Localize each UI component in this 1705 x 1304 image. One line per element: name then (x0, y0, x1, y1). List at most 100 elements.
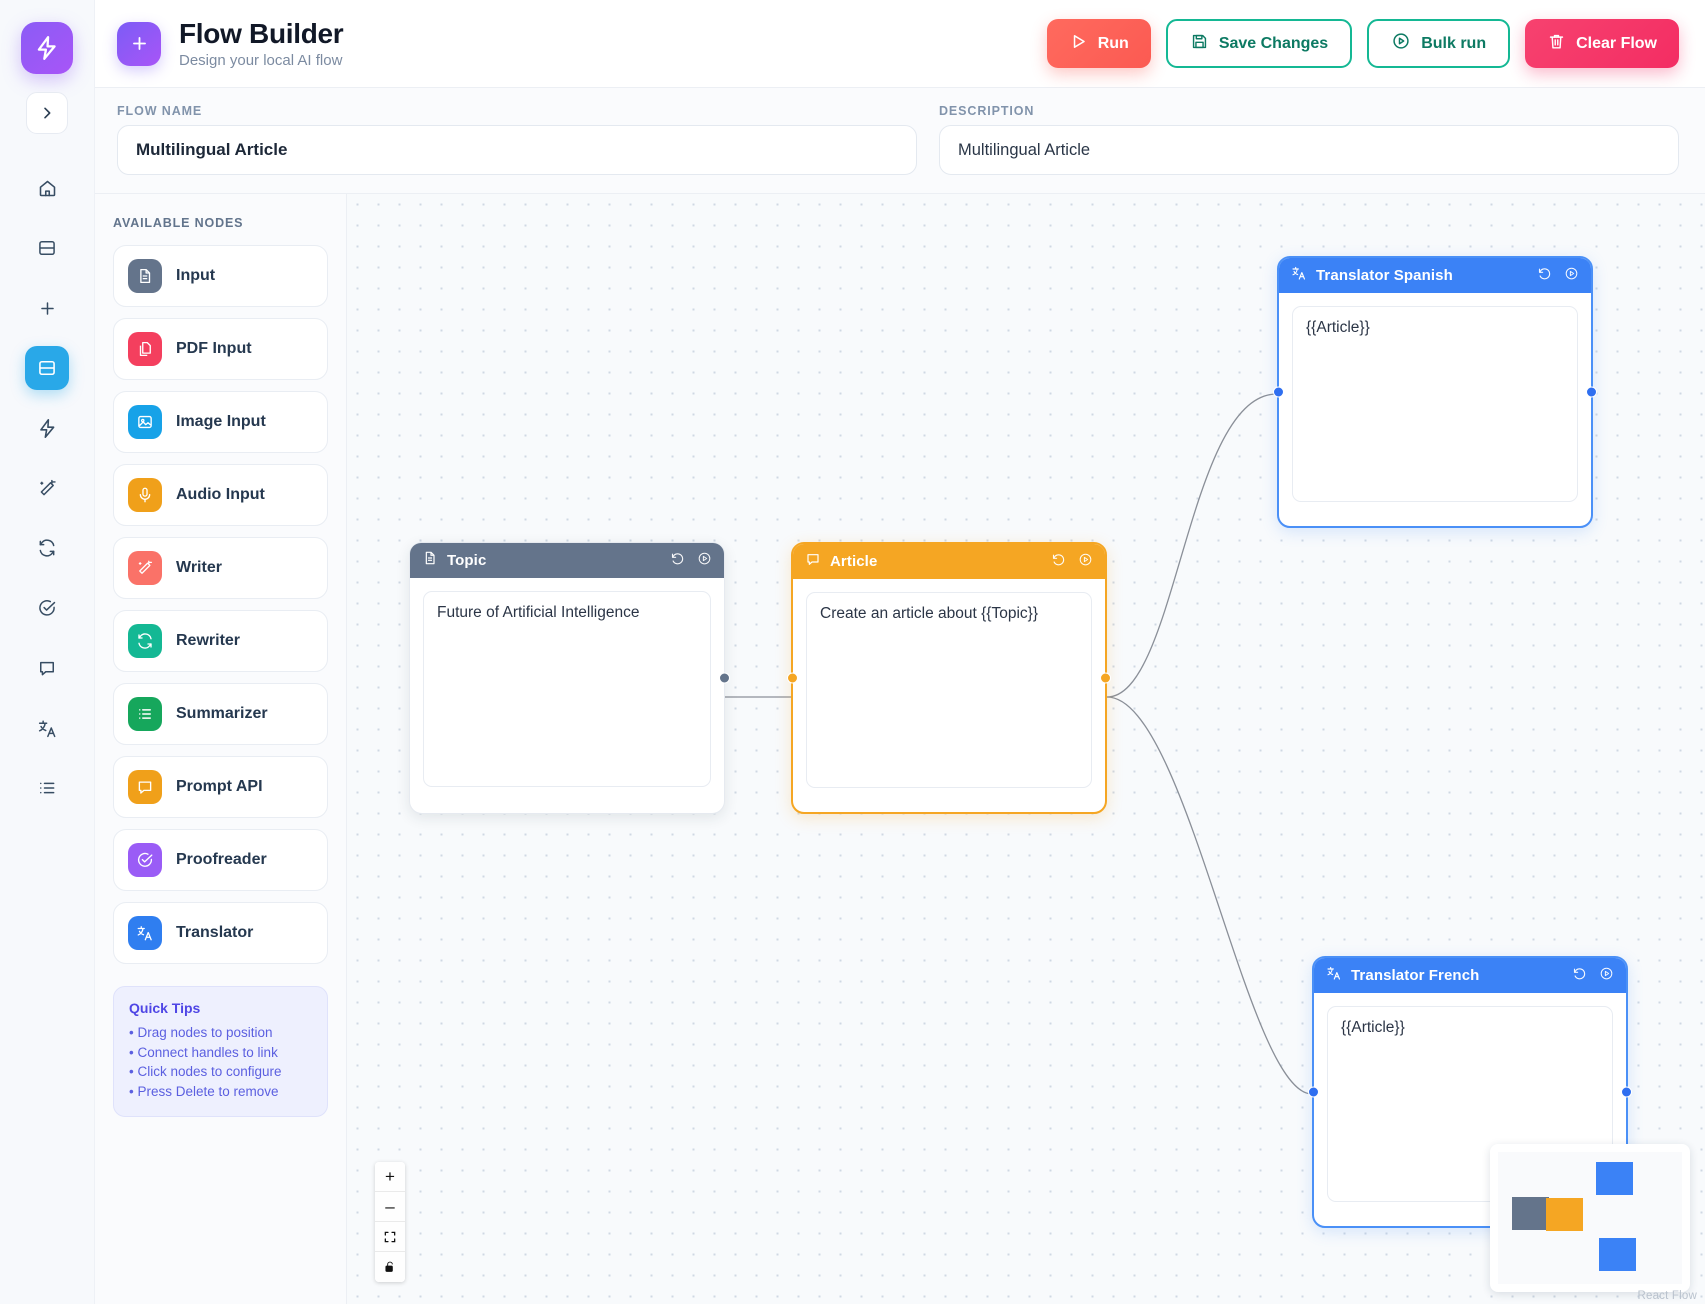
rail-flow-builder-icon[interactable] (25, 346, 69, 390)
play-circle-icon[interactable] (1078, 552, 1093, 572)
palette-node-prompt-api[interactable]: Prompt API (113, 756, 328, 818)
flow-name-input[interactable]: Multilingual Article (117, 125, 917, 175)
minimap-inner (1498, 1152, 1682, 1284)
save-disk-icon (1190, 32, 1209, 56)
node-input-handle[interactable] (787, 672, 798, 684)
node-value-textarea[interactable]: Create an article about {{Topic}} (806, 592, 1092, 788)
rail-magic-wand-icon[interactable] (25, 466, 69, 510)
flow-name-label: FLOW NAME (117, 104, 203, 118)
zoom-in-button[interactable]: + (375, 1162, 405, 1192)
undo-icon[interactable] (1537, 266, 1552, 286)
minimap-node-rect (1599, 1238, 1636, 1271)
node-body: Create an article about {{Topic}} (793, 579, 1105, 801)
node-output-handle[interactable] (1100, 672, 1111, 684)
node-title: Translator French (1351, 967, 1480, 984)
description-label: DESCRIPTION (939, 104, 1035, 118)
image-icon (128, 405, 162, 439)
palette-node-proofreader[interactable]: Proofreader (113, 829, 328, 891)
fit-view-icon[interactable] (375, 1222, 405, 1252)
play-circle-icon[interactable] (1564, 266, 1579, 286)
rail-check-circle-icon[interactable] (25, 586, 69, 630)
palette-node-writer[interactable]: Writer (113, 537, 328, 599)
trash-icon (1547, 32, 1566, 56)
translate-icon (1326, 965, 1342, 986)
rail-refresh-icon[interactable] (25, 526, 69, 570)
bulk-run-button[interactable]: Bulk run (1367, 19, 1511, 68)
rail-lightning-icon[interactable] (25, 406, 69, 450)
refresh-icon (128, 624, 162, 658)
palette-node-input[interactable]: Input (113, 245, 328, 307)
node-title: Topic (447, 552, 487, 569)
node-header-buttons (1537, 266, 1579, 286)
undo-icon[interactable] (670, 551, 685, 571)
node-input-handle[interactable] (1308, 1086, 1319, 1098)
node-header[interactable]: Article (793, 544, 1105, 579)
quick-tip-item: • Press Delete to remove (129, 1083, 279, 1099)
palette-node-audio-input[interactable]: Audio Input (113, 464, 328, 526)
minimap[interactable] (1490, 1144, 1690, 1292)
palette-node-label: Audio Input (176, 486, 265, 503)
list-icon (128, 697, 162, 731)
palette-node-image-input[interactable]: Image Input (113, 391, 328, 453)
lock-icon[interactable] (375, 1252, 405, 1282)
minimap-node-rect (1512, 1197, 1549, 1230)
rail-panel-icon[interactable] (25, 226, 69, 270)
rail-chat-bubble-icon[interactable] (25, 646, 69, 690)
undo-icon[interactable] (1572, 966, 1587, 986)
save-changes-button[interactable]: Save Changes (1165, 19, 1353, 68)
expand-sidebar-button[interactable] (26, 92, 68, 134)
chat-bubble-icon (128, 770, 162, 804)
title-block: Flow Builder Design your local AI flow (179, 18, 344, 69)
flow-canvas[interactable]: Topic Future of Artificial Intelligence (347, 194, 1705, 1304)
edge-article-to-french (1106, 696, 1313, 1095)
page-title: Flow Builder (179, 18, 344, 49)
play-circle-icon (1391, 31, 1411, 56)
save-changes-label: Save Changes (1218, 34, 1329, 52)
node-header[interactable]: Translator Spanish (1279, 258, 1591, 293)
rail-plus-icon[interactable] (25, 286, 69, 330)
translate-icon (128, 916, 162, 950)
node-header[interactable]: Topic (410, 543, 724, 578)
clear-flow-button[interactable]: Clear Flow (1525, 19, 1679, 68)
description-input[interactable]: Multilingual Article (939, 125, 1679, 175)
node-header[interactable]: Translator French (1314, 958, 1626, 993)
translate-icon (1291, 265, 1307, 286)
quick-tips-box: Quick Tips • Drag nodes to position • Co… (113, 986, 328, 1118)
node-body: Future of Artificial Intelligence (410, 578, 724, 800)
rail-list-icon[interactable] (25, 766, 69, 810)
palette-node-label: Prompt API (176, 778, 263, 795)
document-icon (128, 259, 162, 293)
run-button[interactable]: Run (1046, 19, 1151, 68)
play-circle-icon[interactable] (697, 551, 712, 571)
node-value-textarea[interactable]: Future of Artificial Intelligence (423, 591, 711, 787)
check-circle-icon (128, 843, 162, 877)
rail-icon-list (25, 166, 69, 810)
node-output-handle[interactable] (719, 672, 730, 684)
node-value-textarea[interactable]: {{Article}} (1292, 306, 1578, 502)
flow-node-translator-spanish[interactable]: Translator Spanish {{Article}} (1273, 256, 1597, 528)
palette-node-rewriter[interactable]: Rewriter (113, 610, 328, 672)
palette-node-translator[interactable]: Translator (113, 902, 328, 964)
zoom-out-button[interactable]: – (375, 1192, 405, 1222)
page-subtitle: Design your local AI flow (179, 52, 343, 69)
palette-node-label: Proofreader (176, 851, 267, 868)
rail-translate-icon[interactable] (25, 706, 69, 750)
quick-tip-item: • Drag nodes to position (129, 1025, 273, 1040)
title-plus-icon[interactable] (117, 21, 161, 66)
palette-node-pdf-input[interactable]: PDF Input (113, 318, 328, 380)
flow-node-article[interactable]: Article Create an article about {{Topic}… (787, 542, 1111, 814)
node-output-handle[interactable] (1621, 1086, 1632, 1098)
node-output-handle[interactable] (1586, 386, 1597, 398)
palette-node-summarizer[interactable]: Summarizer (113, 683, 328, 745)
undo-icon[interactable] (1051, 552, 1066, 572)
node-body: {{Article}} (1279, 293, 1591, 515)
play-circle-icon[interactable] (1599, 966, 1614, 986)
node-header-buttons (1051, 552, 1093, 572)
app-logo[interactable] (21, 22, 73, 74)
top-bar: Flow Builder Design your local AI flow R… (95, 0, 1705, 88)
body: AVAILABLE NODES Input PDF Input (95, 194, 1705, 1304)
description-field: DESCRIPTION Multilingual Article (939, 104, 1679, 175)
flow-node-topic[interactable]: Topic Future of Artificial Intelligence (409, 542, 730, 814)
node-input-handle[interactable] (1273, 386, 1284, 398)
rail-home-icon[interactable] (25, 166, 69, 210)
